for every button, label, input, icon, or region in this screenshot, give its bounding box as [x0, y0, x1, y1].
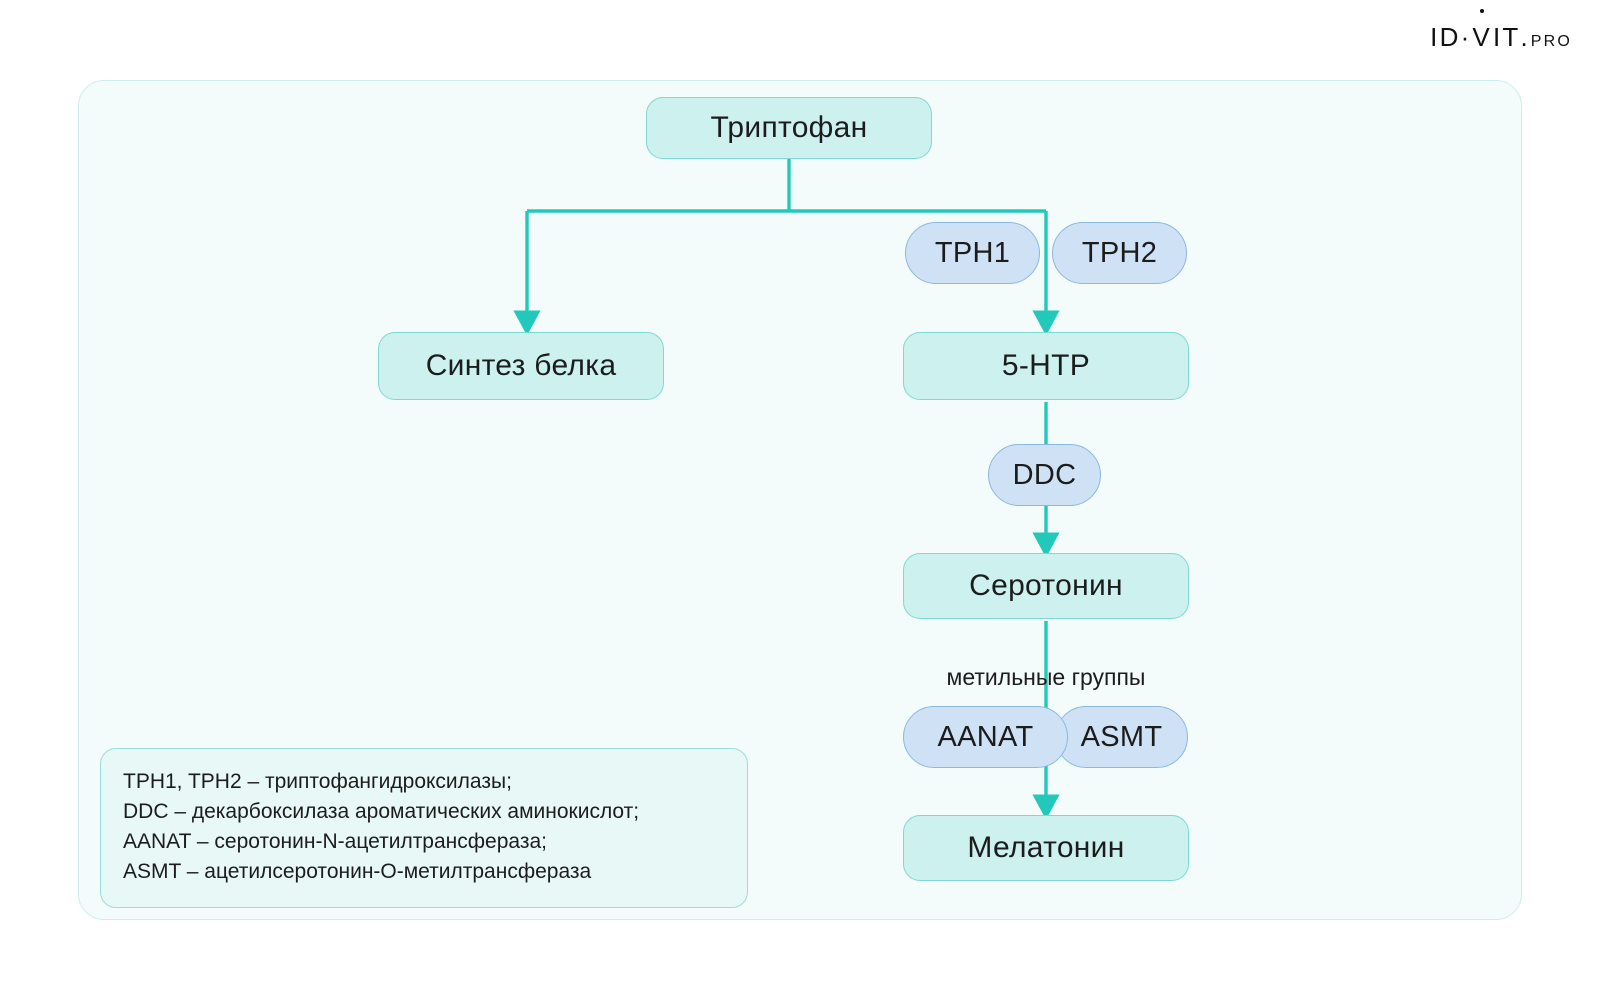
node-melatonin: Мелатонин	[903, 815, 1189, 881]
enzyme-tph2-label: TPH2	[1081, 236, 1158, 269]
logo-period: .	[1520, 22, 1528, 52]
enzyme-ddc-label: DDC	[1012, 458, 1077, 491]
logo-text-id: ID	[1430, 22, 1461, 52]
node-melatonin-label: Мелатонин	[967, 831, 1125, 864]
logo-v-char: V	[1472, 22, 1492, 52]
enzyme-tph1: TPH1	[905, 222, 1040, 284]
node-serotonin-label: Серотонин	[969, 569, 1123, 602]
node-protein-synthesis: Синтез белка	[378, 332, 664, 400]
legend-line: DDC – декарбоксилаза ароматических амино…	[123, 800, 640, 823]
logo-middot: ·	[1460, 22, 1472, 52]
enzyme-asmt: ASMT	[1055, 706, 1188, 768]
logo-text-it: IT	[1492, 22, 1521, 52]
legend-line: TPH1, TPH2 – триптофангидроксилазы;	[123, 770, 512, 793]
enzyme-tph2: TPH2	[1052, 222, 1187, 284]
node-tryptophan: Триптофан	[646, 97, 932, 159]
legend-line: ASMT – ацетилсеротонин-O-метилтрансфераз…	[123, 860, 592, 883]
node-5-htp: 5-HTP	[903, 332, 1189, 400]
label-methyl-groups: метильные группы	[946, 664, 1146, 690]
node-protein-synthesis-label: Синтез белка	[425, 349, 617, 382]
enzyme-aanat: AANAT	[903, 706, 1068, 768]
legend-line: AANAT – серотонин-N-ацетилтрансфераза;	[123, 830, 547, 853]
logo-letter-v: V	[1471, 9, 1493, 53]
enzyme-ddc: DDC	[988, 444, 1101, 506]
enzyme-aanat-label: AANAT	[937, 720, 1034, 753]
logo-v-dot-icon	[1480, 9, 1485, 13]
logo-tld-pro: PRO	[1530, 33, 1572, 50]
legend-box: TPH1, TPH2 – триптофангидроксилазы; DDC …	[100, 748, 748, 908]
node-5-htp-label: 5-HTP	[1001, 349, 1091, 382]
node-serotonin: Серотонин	[903, 553, 1189, 619]
enzyme-asmt-label: ASMT	[1080, 720, 1163, 753]
node-tryptophan-label: Триптофан	[710, 111, 868, 144]
enzyme-tph1-label: TPH1	[934, 236, 1011, 269]
